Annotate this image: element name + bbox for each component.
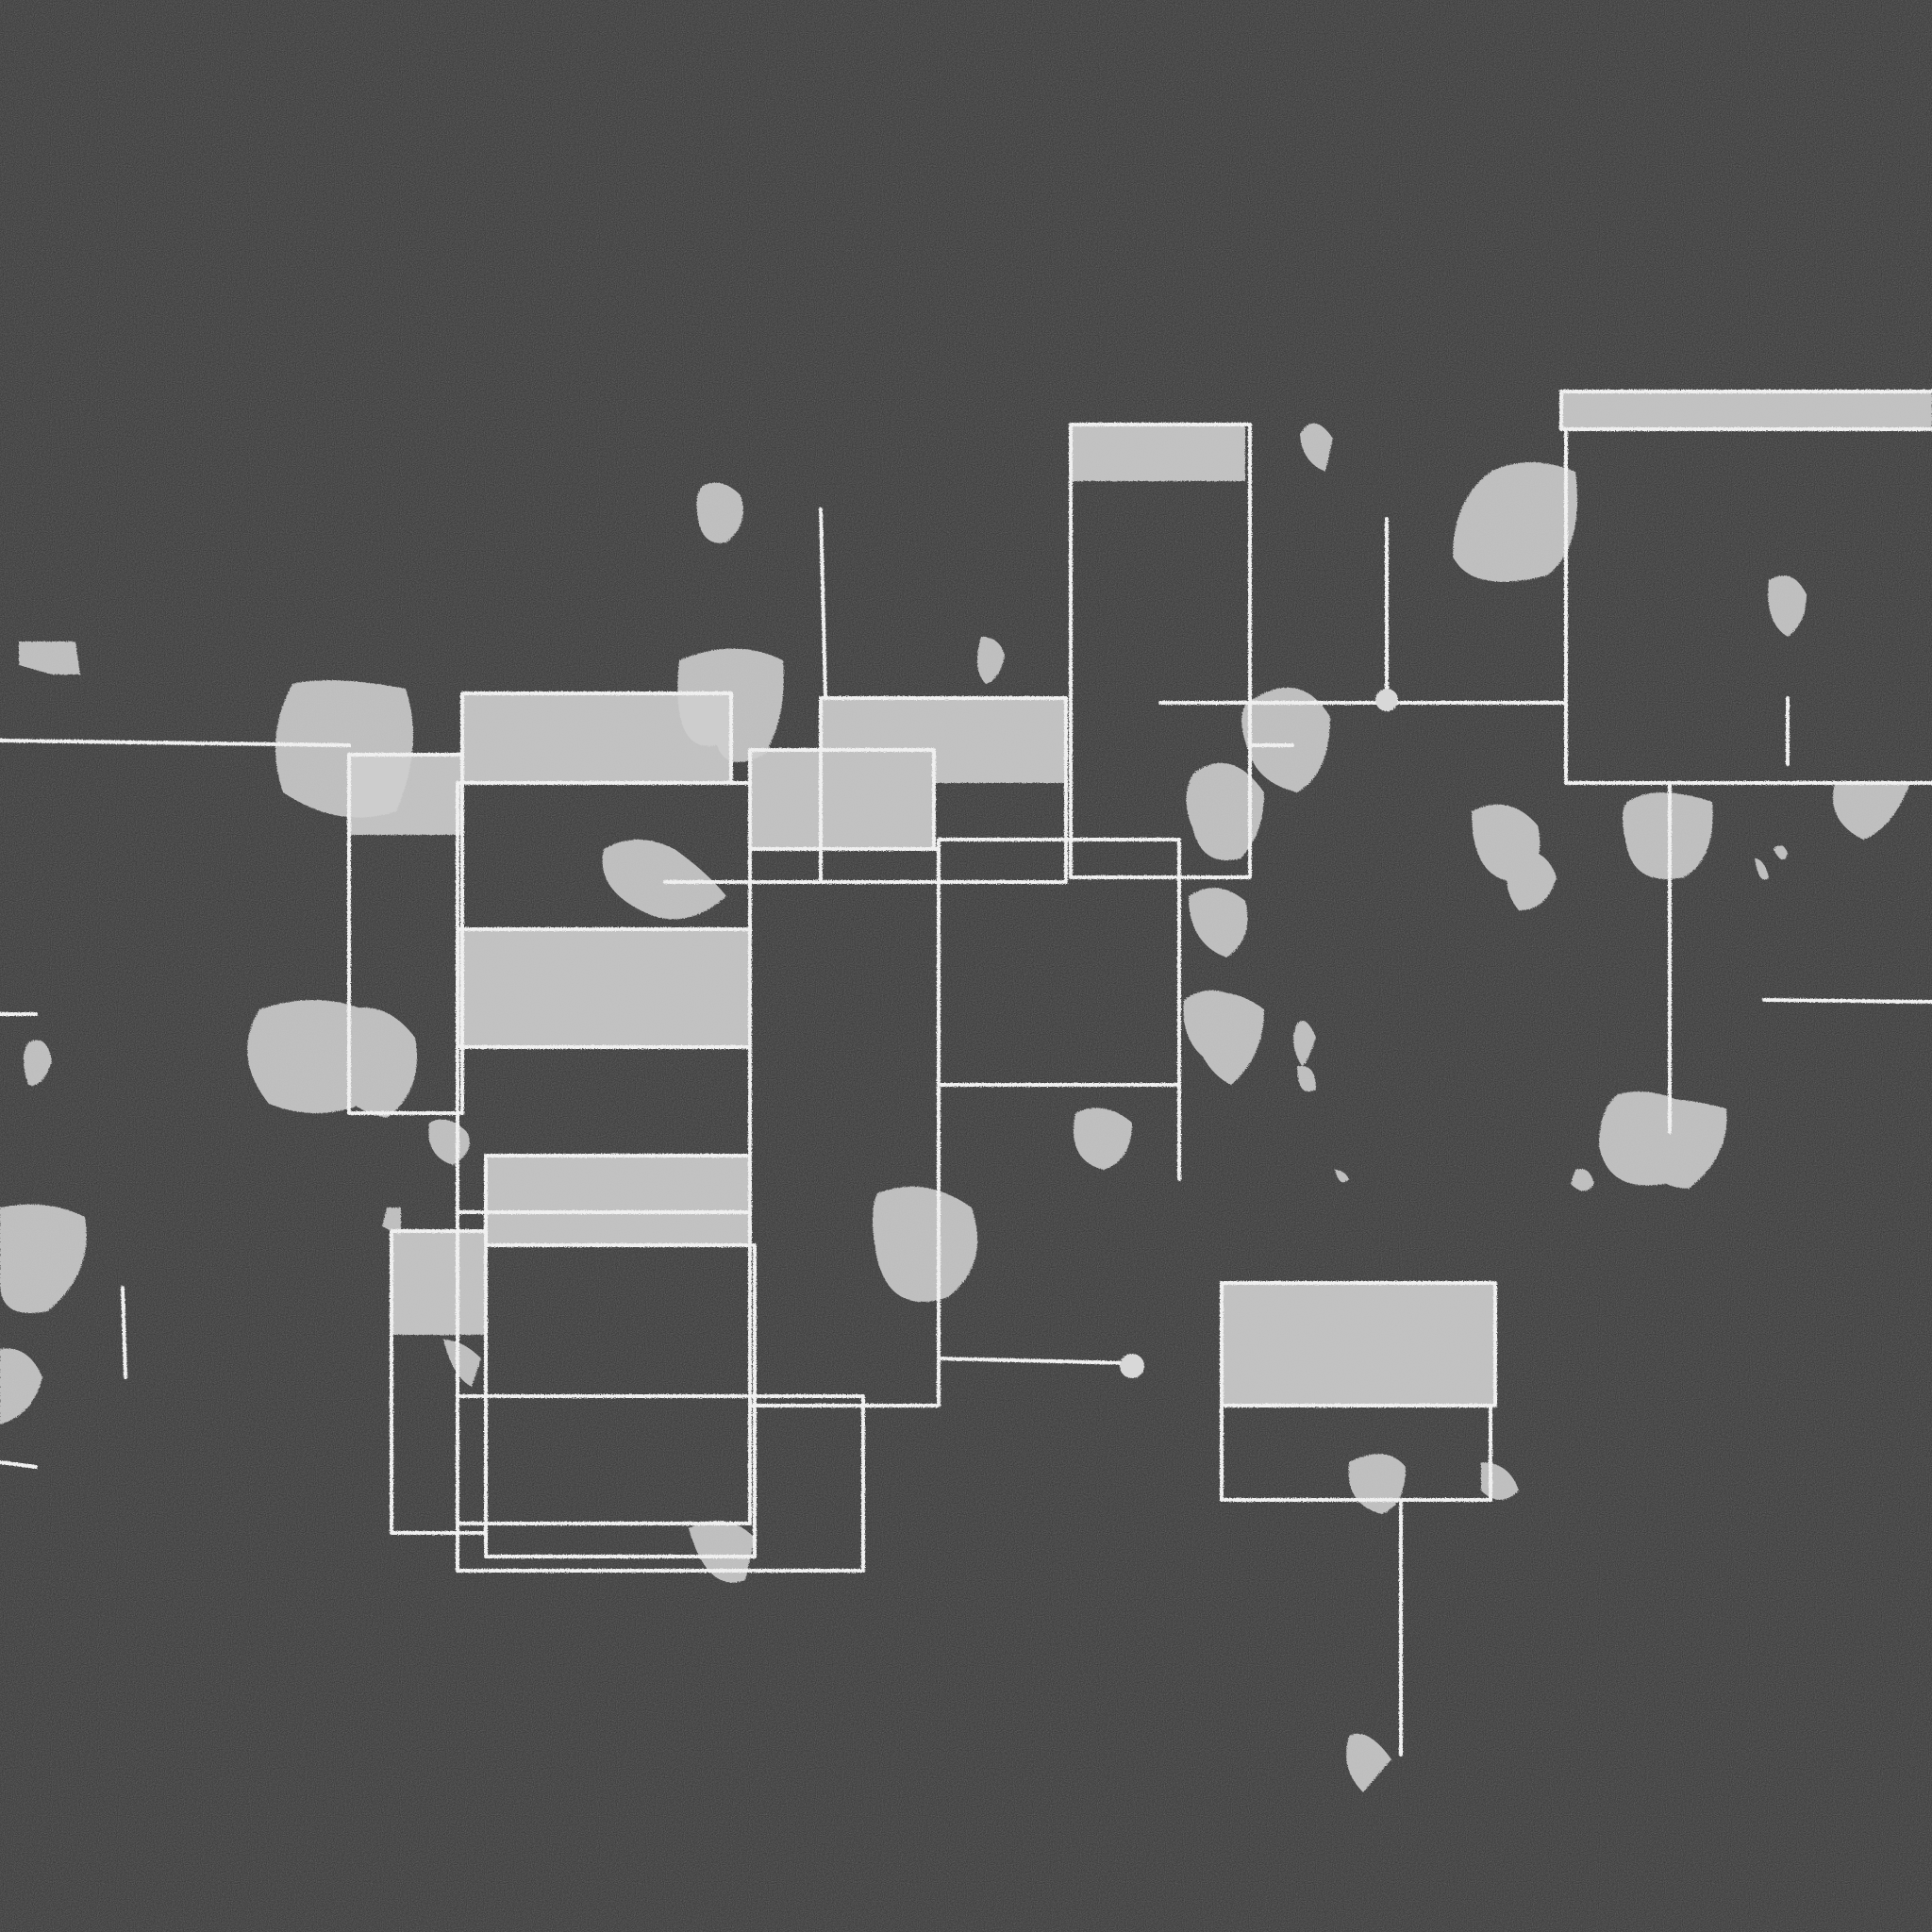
filled-bar <box>1071 425 1245 481</box>
blob <box>19 641 80 675</box>
blob <box>443 1340 481 1387</box>
blob <box>1618 1097 1727 1189</box>
blob <box>24 1040 52 1086</box>
blob-group <box>0 423 1910 1792</box>
outline-shapes <box>0 390 1932 1757</box>
blob <box>382 1208 401 1236</box>
outline-box <box>456 1394 865 1573</box>
outline-box <box>1564 427 1932 785</box>
outline-box <box>347 753 464 1115</box>
blob <box>1241 687 1330 792</box>
filled-bars <box>349 391 1932 1406</box>
blob <box>977 637 1005 684</box>
blob <box>0 1204 87 1313</box>
connector-line <box>0 739 351 747</box>
blob <box>1189 888 1248 958</box>
filled-bar <box>462 693 731 783</box>
filled-bar <box>1561 391 1932 429</box>
endpoint-dot <box>1375 689 1398 711</box>
blob <box>689 1521 755 1583</box>
filled-bar <box>486 1156 750 1245</box>
outline-box <box>1069 423 1252 879</box>
filled-bar <box>391 1231 486 1335</box>
blob <box>1833 783 1910 840</box>
blob <box>1755 858 1769 880</box>
connector-line <box>121 1286 127 1379</box>
filled-bar <box>821 698 1066 783</box>
blob <box>696 482 743 543</box>
blob <box>1074 1108 1132 1170</box>
outline-box <box>456 1045 752 1525</box>
blob <box>1571 1169 1594 1191</box>
blob <box>1453 462 1577 582</box>
blob <box>1189 992 1264 1085</box>
blob <box>1768 575 1807 637</box>
blob <box>1774 845 1788 860</box>
filled-bar <box>349 755 462 835</box>
blob <box>1335 1170 1349 1183</box>
blob <box>873 1186 978 1302</box>
connector-line <box>937 1357 1134 1365</box>
connector-line <box>0 1460 38 1469</box>
outline-box <box>1220 1404 1492 1502</box>
blob <box>0 1348 42 1424</box>
blob <box>1300 423 1333 472</box>
blob <box>1346 1733 1391 1792</box>
blob <box>1507 849 1557 910</box>
connector-line <box>819 508 827 700</box>
outline-box <box>819 696 1068 884</box>
filled-bar <box>458 929 750 1047</box>
blob <box>602 840 726 920</box>
blob <box>1297 1066 1316 1092</box>
endpoint-dots <box>1120 689 1398 1378</box>
connector-line <box>1762 998 1932 1004</box>
outline-box <box>390 1229 488 1535</box>
blob <box>1623 792 1713 879</box>
blob <box>1293 1021 1316 1066</box>
filled-bar <box>1222 1283 1495 1406</box>
blob <box>1186 762 1264 860</box>
endpoint-dot <box>1120 1354 1144 1378</box>
blob <box>335 1008 417 1118</box>
